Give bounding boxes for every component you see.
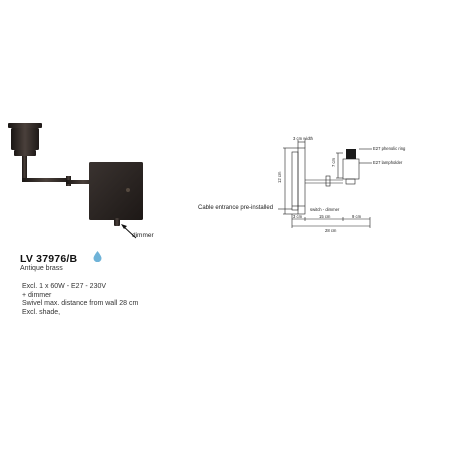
spec-list: Excl. 1 x 60W - E27 - 230V + dimmer Swiv… bbox=[22, 283, 138, 317]
cable-entrance-label: Cable entrance pre-installed bbox=[198, 205, 274, 211]
water-drop-icon bbox=[93, 251, 102, 262]
product-finish: Antique brass bbox=[20, 265, 63, 272]
drawing-phenolic-ring bbox=[346, 149, 356, 159]
holder-height-label: 7 cm bbox=[331, 157, 336, 167]
dim-28cm-label: 28 cm bbox=[325, 228, 337, 233]
dim-3cm-label: 3 cm bbox=[293, 214, 303, 219]
technical-drawing: 3 cm width E27 phenolic ring E27 lamphol… bbox=[277, 136, 406, 233]
drawing-lampholder bbox=[342, 158, 360, 180]
spec-line: + dimmer bbox=[22, 291, 52, 299]
lampholder bbox=[8, 123, 42, 182]
dim-9cm-label: 9 cm bbox=[352, 214, 362, 219]
swing-arm bbox=[22, 176, 100, 186]
spec-line: Swivel max. distance from wall 28 cm bbox=[22, 300, 139, 308]
switch-dimmer-label: switch - dimmer bbox=[310, 207, 340, 212]
product-photo bbox=[8, 123, 143, 239]
dimmer-label: dimmer bbox=[132, 232, 154, 239]
plate-height-label: 12 cm bbox=[277, 171, 282, 183]
spec-line: Excl. 1 x 60W - E27 - 230V bbox=[22, 283, 107, 290]
spec-line: Excl. shade, bbox=[22, 308, 61, 316]
phenolic-ring-label: E27 phenolic ring bbox=[373, 146, 406, 151]
drawing-wall-plate bbox=[291, 151, 299, 211]
drawing-plate-front bbox=[297, 147, 306, 215]
wall-plate bbox=[89, 162, 143, 226]
dimmer-arrow-icon bbox=[121, 224, 137, 239]
dim-15cm-label: 15 cm bbox=[319, 214, 331, 219]
product-code: LV 37976/B bbox=[20, 253, 78, 265]
width-dim-label: 3 cm width bbox=[293, 136, 314, 141]
lampholder-label: E27 lampholder bbox=[373, 160, 403, 165]
